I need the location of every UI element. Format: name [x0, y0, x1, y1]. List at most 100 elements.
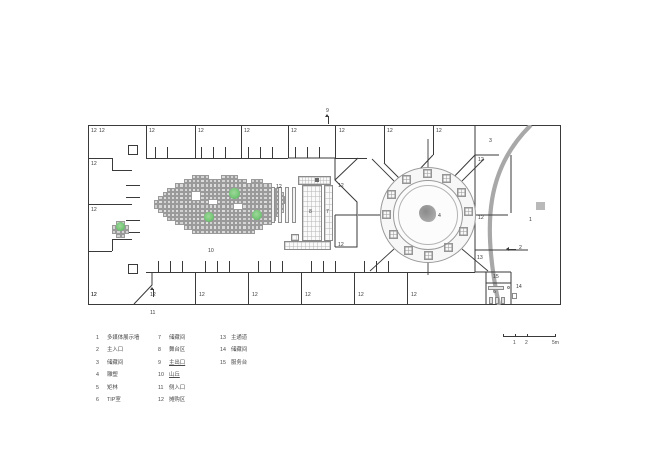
- hill-cell: [242, 212, 247, 217]
- hill-cell: [246, 225, 251, 230]
- hill-cell: [171, 212, 176, 217]
- left-shop-divider-1b: [112, 158, 113, 170]
- hill-cell: [221, 187, 226, 192]
- hill-cell: [221, 221, 226, 226]
- legend-item-label: 主通道: [231, 335, 248, 341]
- hill-cell: [246, 200, 251, 205]
- legend-item-label: 储藏间: [107, 359, 124, 366]
- hill-cell: [250, 179, 255, 184]
- label-storage-14: 14: [516, 284, 522, 290]
- hill-cell: [158, 204, 163, 209]
- hill-cell: [259, 187, 264, 192]
- hill-cell: [229, 200, 234, 205]
- hill-cell: [179, 191, 184, 196]
- hill-cell: [229, 217, 234, 222]
- hill-cell: [183, 187, 188, 192]
- top-shop-divider-6: [384, 125, 385, 163]
- plaza-seat-group: [402, 175, 411, 184]
- hill-cell: [221, 200, 226, 205]
- hill-cell: [259, 225, 264, 230]
- hill-cell: [192, 225, 197, 230]
- hill-cell: [221, 229, 226, 234]
- stall-tick: [335, 261, 336, 272]
- hill-cell: [200, 229, 205, 234]
- hill-cell: [171, 191, 176, 196]
- hill-cell: [192, 187, 197, 192]
- top-shop-back-wall: [146, 158, 288, 159]
- left-shop-divider-3: [88, 251, 112, 252]
- top-shop-divider-3: [241, 125, 242, 158]
- hill-cell: [263, 204, 268, 209]
- hill-cell: [116, 233, 121, 238]
- stall-tick: [258, 261, 259, 272]
- stall-tick: [155, 147, 156, 158]
- hill-cell: [112, 229, 117, 234]
- hill-cell: [213, 204, 218, 209]
- label-main-exit: 9: [326, 108, 329, 114]
- hill-cell: [242, 179, 247, 184]
- stall-tick: [270, 261, 271, 272]
- hill-cell: [175, 221, 180, 226]
- hill-cell: [225, 175, 230, 180]
- hill-cell: [196, 204, 201, 209]
- left-shop-divider-1: [88, 158, 112, 159]
- shop-label-left-2: 12: [91, 161, 97, 167]
- label-main-entrance: 2: [519, 245, 522, 251]
- legend-item-label: 摊购区: [169, 396, 186, 403]
- hill-cell: [225, 204, 230, 209]
- hill-cell: [200, 200, 205, 205]
- legend-item-label: 侧入口: [169, 384, 186, 391]
- hill-cell: [242, 204, 247, 209]
- hill-cell: [196, 208, 201, 213]
- shop-label-left-3: 12: [91, 207, 97, 213]
- hill-cell: [217, 217, 222, 222]
- hill-cell: [246, 196, 251, 201]
- hill-cell: [242, 217, 247, 222]
- hill-cell: [259, 200, 264, 205]
- stall-tick: [182, 261, 183, 272]
- hill-cell: [120, 233, 125, 238]
- stall-tick: [201, 147, 202, 158]
- hill-cell: [187, 217, 192, 222]
- hill-cell: [162, 191, 167, 196]
- hill-cell: [196, 200, 201, 205]
- hill-cell: [187, 187, 192, 192]
- stall-tick: [213, 147, 214, 158]
- plan-outer-wall-top: [88, 125, 475, 126]
- hill-cell: [204, 179, 209, 184]
- hill-cell: [263, 196, 268, 201]
- fixture-bar-4: [126, 232, 140, 233]
- hill-cell: [154, 200, 159, 205]
- stall-tick: [282, 261, 283, 272]
- hill-cell: [187, 200, 192, 205]
- stall-tick: [229, 261, 230, 272]
- side-entrance-arrow-shaft: [152, 289, 154, 297]
- bottom-shop-divider-5: [407, 272, 408, 305]
- hill-cell: [263, 200, 268, 205]
- hill-cell: [225, 221, 230, 226]
- hill-cell: [259, 191, 264, 196]
- hill-cell: [221, 212, 226, 217]
- hill-cell: [221, 217, 226, 222]
- hill-cell: [158, 196, 163, 201]
- tip-room-round-fixture: [507, 286, 510, 289]
- hill-cell: [238, 217, 243, 222]
- stall-tick: [364, 261, 365, 272]
- shop-label-right-2: 12: [478, 215, 484, 221]
- legend-item-label: 舞台区: [169, 347, 186, 354]
- hill-cell: [187, 212, 192, 217]
- hill-cell: [250, 187, 255, 192]
- hill-cell: [183, 191, 188, 196]
- legend-item-index: 1: [96, 335, 99, 341]
- hill-cell: [229, 183, 234, 188]
- plan-outer-wall-bottom: [88, 304, 475, 305]
- bench-strip: [271, 187, 275, 223]
- stage-step: [291, 234, 299, 241]
- hill-cell: [196, 225, 201, 230]
- hill-cell: [229, 221, 234, 226]
- hill-cell: [234, 221, 239, 226]
- hill-cell: [162, 204, 167, 209]
